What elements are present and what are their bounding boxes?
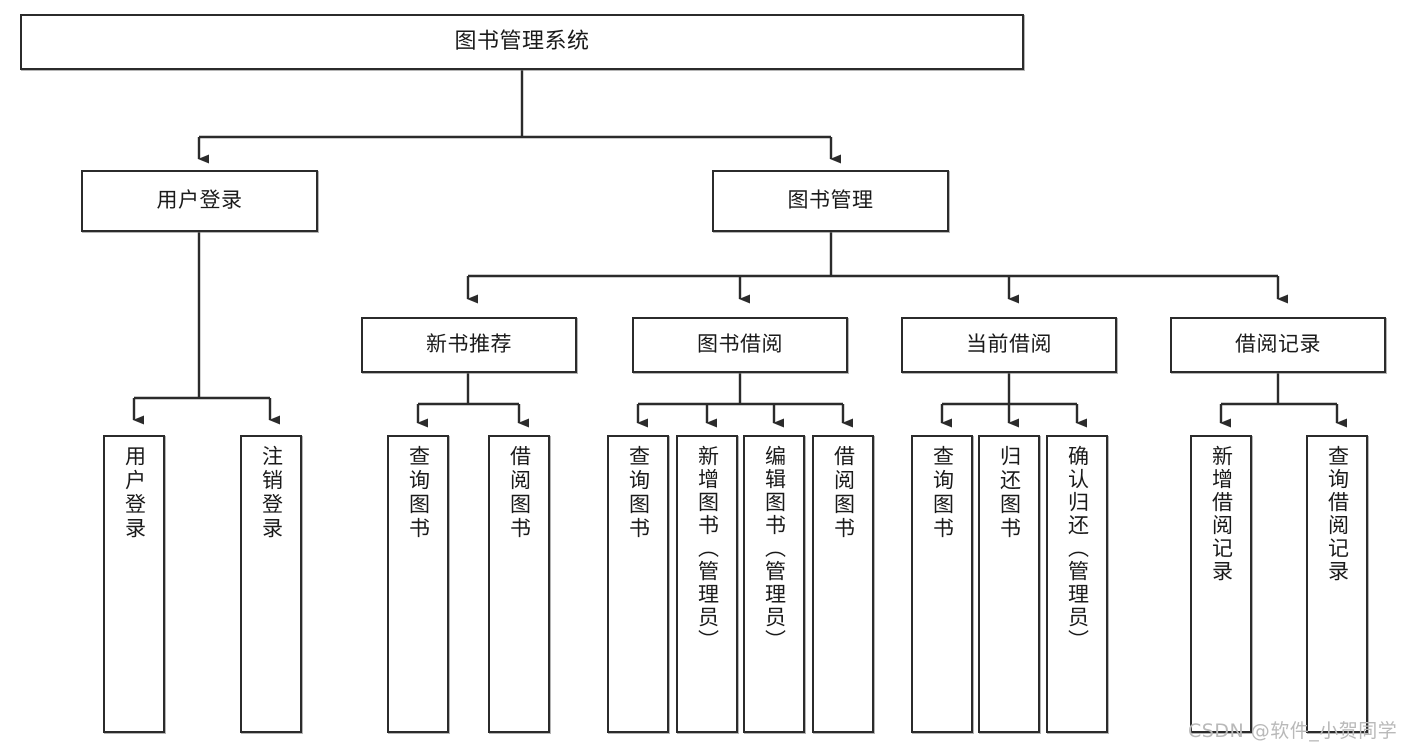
leaf-query-book-borrow[interactable]: 查询图书 [607,435,669,733]
node-label: 编辑图书（管理员） [762,445,787,652]
node-root-book-management-system[interactable]: 图书管理系统 [20,14,1024,70]
leaf-edit-book-admin[interactable]: 编辑图书（管理员） [743,435,805,733]
node-label: 新书推荐 [426,332,512,357]
leaf-add-book-admin[interactable]: 新增图书（管理员） [676,435,738,733]
leaf-query-borrow-record[interactable]: 查询借阅记录 [1306,435,1368,733]
node-label: 图书借阅 [697,332,783,357]
leaf-confirm-return-admin[interactable]: 确认归还（管理员） [1046,435,1108,733]
node-label: 当前借阅 [966,332,1052,357]
leaf-return-book[interactable]: 归还图书 [978,435,1040,733]
node-label: 用户登录 [156,188,243,213]
node-label: 查询图书 [406,445,431,541]
leaf-borrow-book-recommend[interactable]: 借阅图书 [488,435,550,733]
node-label: 图书管理系统 [454,28,590,54]
node-label: 查询图书 [930,445,955,541]
leaf-add-borrow-record[interactable]: 新增借阅记录 [1190,435,1252,733]
leaf-query-book-current[interactable]: 查询图书 [911,435,973,733]
leaf-logout[interactable]: 注销登录 [240,435,302,733]
node-label: 归还图书 [997,445,1022,541]
node-new-book-recommend[interactable]: 新书推荐 [361,317,577,373]
node-label: 新增图书（管理员） [695,445,720,652]
leaf-borrow-book[interactable]: 借阅图书 [812,435,874,733]
node-label: 用户登录 [122,445,147,541]
leaf-user-login[interactable]: 用户登录 [103,435,165,733]
node-label: 新增借阅记录 [1209,445,1234,583]
node-label: 借阅图书 [831,445,856,541]
node-book-management[interactable]: 图书管理 [712,170,949,232]
node-label: 图书管理 [787,188,874,213]
leaf-query-book-recommend[interactable]: 查询图书 [387,435,449,733]
node-label: 确认归还（管理员） [1065,445,1090,652]
node-label: 查询借阅记录 [1325,445,1350,583]
node-current-borrow[interactable]: 当前借阅 [901,317,1117,373]
node-user-login[interactable]: 用户登录 [81,170,318,232]
node-borrow-record[interactable]: 借阅记录 [1170,317,1386,373]
node-label: 借阅图书 [507,445,532,541]
node-label: 借阅记录 [1235,332,1321,357]
node-book-borrow[interactable]: 图书借阅 [632,317,848,373]
node-label: 注销登录 [259,445,284,541]
node-label: 查询图书 [626,445,651,541]
